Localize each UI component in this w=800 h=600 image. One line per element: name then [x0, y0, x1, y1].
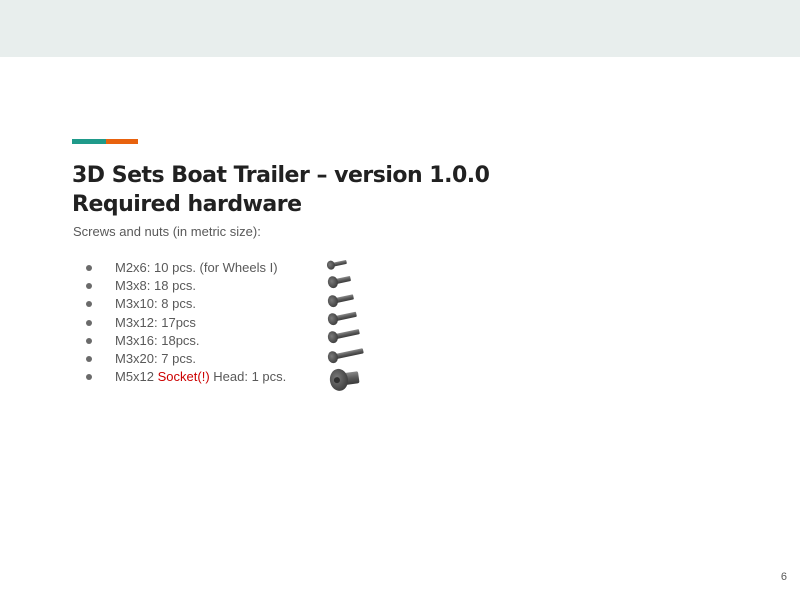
item-text-after: Head: 1 pcs. — [209, 369, 287, 385]
header-band — [0, 0, 800, 57]
screw-m3x10-icon — [327, 294, 354, 308]
title-line-2: Required hardware — [72, 192, 302, 217]
item-highlight: Socket(!) — [157, 369, 210, 385]
list-item: M5x12 Socket(!) Head: 1 pcs. — [84, 368, 286, 386]
list-item: M3x16: 18pcs. — [84, 332, 286, 350]
bullet-icon — [86, 265, 92, 272]
hardware-list: M2x6: 10 pcs. (for Wheels I) M3x8: 18 pc… — [84, 259, 286, 386]
item-text: M3x12: 17pcs — [115, 314, 196, 330]
screw-m3x20-icon — [327, 348, 364, 364]
screw-m2x6-icon — [326, 260, 347, 270]
accent-bar — [72, 139, 138, 144]
bullet-icon — [86, 283, 92, 290]
list-item: M2x6: 10 pcs. (for Wheels I) — [84, 259, 286, 277]
item-text: M2x6: 10 pcs. (for Wheels I) — [115, 260, 278, 276]
list-item: M3x8: 18 pcs. — [84, 277, 286, 295]
socket-head-screw-m5x12-icon — [329, 368, 360, 391]
accent-bar-orange — [106, 139, 138, 144]
item-text-before: M5x12 — [115, 369, 158, 385]
subtitle: Screws and nuts (in metric size): — [73, 224, 261, 239]
list-item: M3x10: 8 pcs. — [84, 295, 286, 313]
list-item: M3x20: 7 pcs. — [84, 350, 286, 368]
screw-m3x8-icon — [327, 276, 351, 289]
item-text: M3x8: 18 pcs. — [115, 278, 196, 294]
bullet-icon — [86, 301, 92, 308]
screw-m3x16-icon — [327, 329, 360, 344]
title-line-1: 3D Sets Boat Trailer – version 1.0.0 — [72, 163, 490, 188]
item-text: M3x20: 7 pcs. — [115, 351, 196, 367]
accent-bar-teal — [72, 139, 106, 144]
bullet-icon — [86, 356, 92, 363]
bullet-icon — [86, 337, 92, 344]
page-number: 6 — [780, 571, 787, 583]
item-text: M3x16: 18pcs. — [115, 332, 200, 348]
list-item: M3x12: 17pcs — [84, 314, 286, 332]
slide-title: 3D Sets Boat Trailer – version 1.0.0 Req… — [72, 161, 490, 219]
item-text: M3x10: 8 pcs. — [115, 296, 196, 312]
bullet-icon — [86, 319, 92, 326]
bullet-icon — [86, 374, 92, 381]
screw-m3x12-icon — [327, 311, 357, 326]
screws-image — [326, 260, 364, 391]
